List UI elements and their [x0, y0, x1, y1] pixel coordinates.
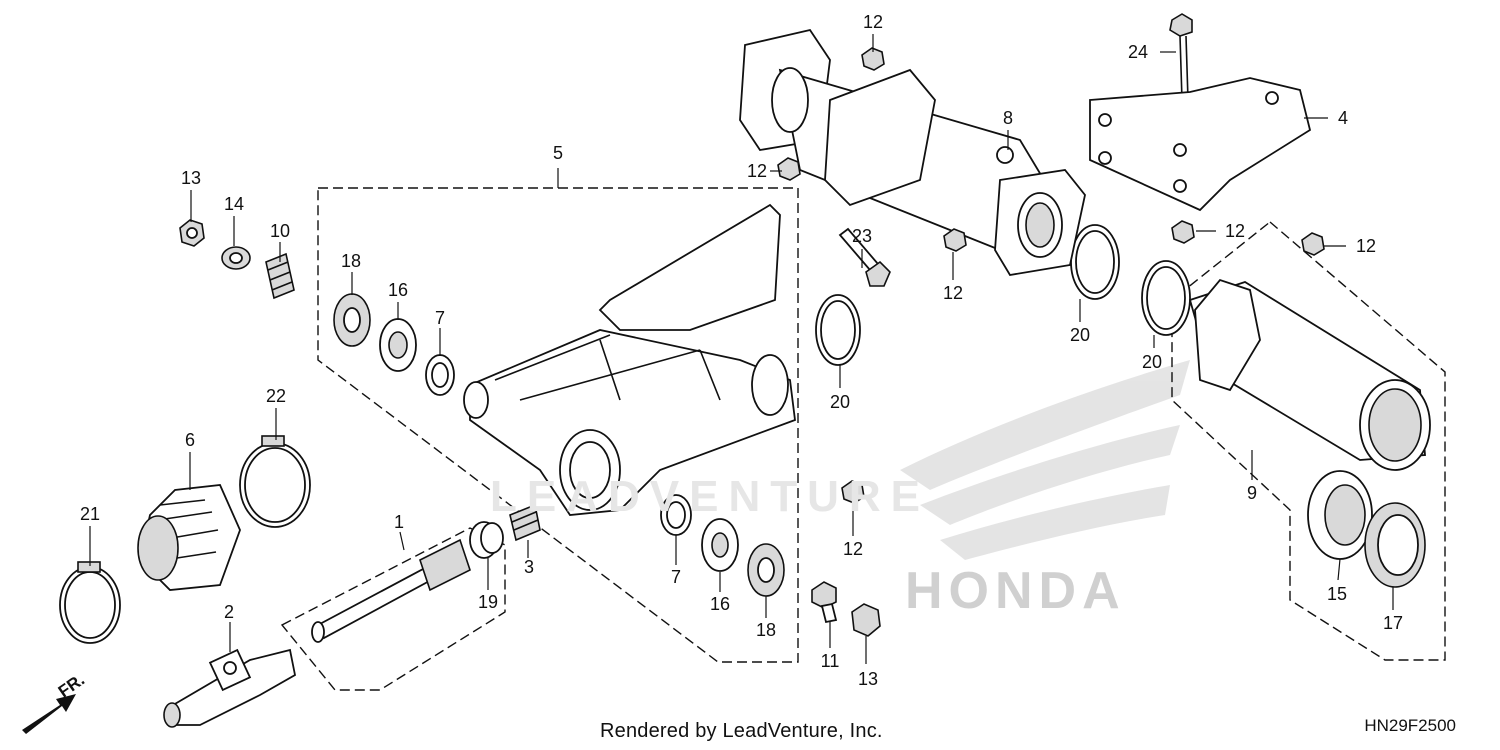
callout-18-top: 18	[340, 251, 362, 271]
oring-20-c	[1141, 260, 1191, 336]
nut-12-b	[777, 157, 801, 181]
callout-16-top: 16	[387, 280, 409, 300]
swingarm-5	[463, 203, 796, 516]
oring-20-b	[1070, 224, 1120, 300]
callout-16-bottom: 16	[709, 594, 731, 614]
bearing-18-bottom	[747, 543, 785, 597]
nut-12-c	[943, 228, 967, 252]
bracket-4	[1089, 77, 1312, 212]
callout-9: 9	[1246, 483, 1258, 503]
universal-joint-2	[163, 648, 297, 728]
callout-19: 19	[477, 592, 499, 612]
nut-13	[179, 219, 205, 247]
group-box-1	[280, 527, 506, 691]
callout-12-d: 12	[1224, 221, 1246, 241]
callout-22: 22	[265, 386, 287, 406]
spring-3	[509, 503, 541, 542]
callout-24: 24	[1127, 42, 1149, 62]
bolt-23	[838, 227, 891, 287]
nut-12-a	[861, 47, 885, 71]
bearing-16-top	[379, 318, 417, 372]
callout-12-a: 12	[862, 12, 884, 32]
callout-3: 3	[523, 557, 535, 577]
seal-7-bottom	[660, 494, 692, 536]
oring-20-a	[815, 294, 861, 366]
callout-2: 2	[223, 602, 235, 622]
callout-6: 6	[184, 430, 196, 450]
callout-12-f: 12	[842, 539, 864, 559]
washer-19	[469, 521, 504, 559]
callout-15: 15	[1326, 584, 1348, 604]
callout-12-e: 12	[1355, 236, 1377, 256]
callout-5: 5	[552, 143, 564, 163]
credit-text: Rendered by LeadVenture, Inc.	[600, 720, 883, 742]
nut-13-bottom	[851, 603, 881, 637]
honda-wing-logo	[900, 360, 1190, 560]
callout-17: 17	[1382, 613, 1404, 633]
boot-6	[137, 484, 241, 591]
axle-housing-9	[1188, 278, 1431, 471]
axle-housing-8	[739, 28, 1086, 276]
callout-20-a: 20	[829, 392, 851, 412]
nut-12-e	[1301, 232, 1325, 256]
callout-20-c: 20	[1141, 352, 1163, 372]
seal-7-top	[425, 354, 455, 396]
callout-8: 8	[1002, 108, 1014, 128]
callout-18-bottom: 18	[755, 620, 777, 640]
callout-4: 4	[1337, 108, 1349, 128]
bolt-10	[265, 252, 295, 300]
seal-17	[1364, 502, 1426, 588]
bearing-16-bottom	[701, 518, 739, 572]
clamp-22	[239, 435, 311, 528]
nut-12-d	[1171, 220, 1195, 244]
bearing-18-top	[333, 293, 371, 347]
callout-12-c: 12	[942, 283, 964, 303]
bolt-24	[1169, 13, 1193, 101]
watermark-text: LEADVENTURE	[490, 472, 931, 521]
callout-7-bottom: 7	[670, 567, 682, 587]
washer-14	[221, 246, 251, 270]
callout-13-top: 13	[180, 168, 202, 188]
callout-20-b: 20	[1069, 325, 1091, 345]
callout-1: 1	[393, 512, 405, 532]
drive-shaft-1	[311, 538, 471, 643]
group-box-5	[317, 187, 799, 663]
bearing-15	[1307, 470, 1373, 560]
callout-14: 14	[223, 194, 245, 214]
diagram-code: HN29F2500	[1364, 716, 1456, 735]
callout-12-b: 12	[746, 161, 768, 181]
callout-21: 21	[79, 504, 101, 524]
callout-11: 11	[820, 651, 840, 671]
callout-23: 23	[851, 226, 873, 246]
clamp-21	[59, 561, 121, 644]
callout-7-top: 7	[434, 308, 446, 328]
honda-wordmark: HONDA	[905, 562, 1126, 620]
bolt-11	[811, 581, 838, 624]
callout-13-bottom: 13	[857, 669, 879, 689]
leader-lines	[89, 34, 1394, 664]
callout-10: 10	[269, 221, 291, 241]
front-arrow-icon	[22, 694, 76, 734]
nut-12-f	[841, 480, 865, 504]
